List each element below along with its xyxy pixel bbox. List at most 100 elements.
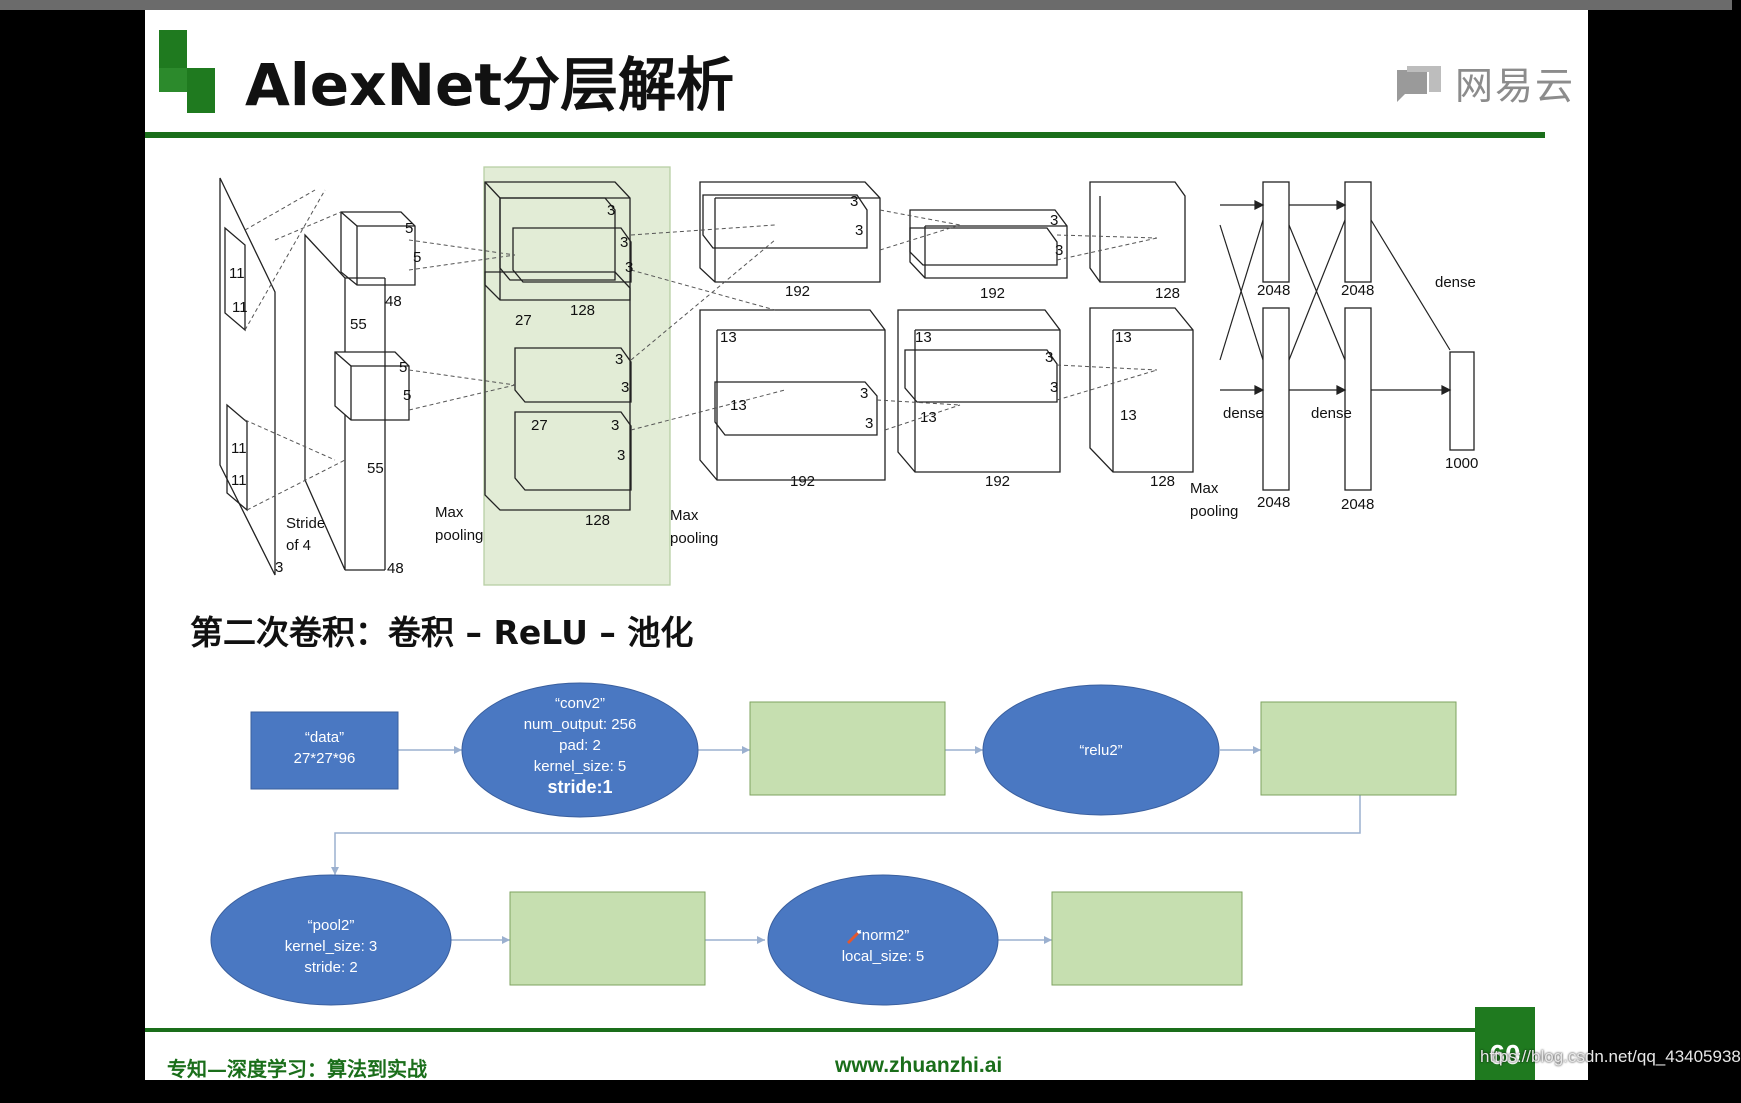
label-c1-5a: 5 — [405, 220, 413, 237]
label-in-11d: 11 — [231, 472, 247, 489]
title-rule — [145, 132, 1545, 138]
label-c1-5d: 5 — [403, 387, 411, 404]
label-maxpool2-a: Max — [670, 507, 699, 524]
fc6-bottom — [1262, 307, 1290, 491]
label-c5-128-top: 128 — [1155, 285, 1180, 302]
label-c3-13b: 13 — [730, 397, 747, 414]
label-k3-6: 3 — [611, 417, 619, 434]
label-maxpool2-b: pooling — [670, 530, 718, 547]
label-c2-128-top: 128 — [570, 302, 595, 319]
conv2-line3: pad: 2 — [559, 737, 601, 754]
label-in-11a: 11 — [229, 265, 245, 282]
label-k3-11: 3 — [865, 415, 873, 432]
brand-square-3 — [187, 68, 215, 113]
conv4-top-block — [909, 209, 1068, 279]
norm2-line2: local_size: 5 — [841, 948, 925, 965]
label-c3-192-top: 192 — [785, 283, 810, 300]
brand-square-1 — [159, 30, 187, 68]
label-c1-55b: 55 — [367, 460, 384, 477]
label-out-1000: 1000 — [1445, 455, 1478, 472]
label-maxpool3-b: pooling — [1190, 503, 1238, 520]
pool2-output-blob — [509, 891, 706, 986]
label-k3-15: 3 — [1050, 379, 1058, 396]
label-fc-2048d: 2048 — [1341, 496, 1374, 513]
label-k3-4: 3 — [615, 351, 623, 368]
conv3-bottom-block — [699, 309, 886, 481]
label-maxpool1-b: pooling — [435, 527, 483, 544]
label-c2-27a: 27 — [515, 312, 532, 329]
label-dense-top: dense — [1435, 274, 1476, 291]
conv2-line1: “conv2” — [554, 695, 606, 712]
label-c2-128-bottom: 128 — [585, 512, 610, 529]
data-node — [250, 711, 399, 790]
logo: 网易云 — [1395, 55, 1575, 110]
alexnet-architecture-diagram: 11 11 11 11 5 5 5 5 48 55 55 Stride of 4… — [219, 166, 1478, 586]
label-c1-55: 55 — [350, 316, 367, 333]
footer-rule — [145, 1028, 1485, 1032]
label-k3-13: 3 — [1055, 242, 1063, 259]
label-c3-13a: 13 — [720, 329, 737, 346]
label-c1-5c: 5 — [399, 359, 407, 376]
label-c1-48-bottom: 48 — [387, 560, 404, 577]
label-c5-128-bottom: 128 — [1150, 473, 1175, 490]
logo-text: 网易云 — [1455, 64, 1576, 108]
norm2-line1: “norm2” — [856, 927, 910, 944]
data-node-text: “data” 27*27*96 — [251, 727, 398, 769]
label-c1-48-top: 48 — [385, 293, 402, 310]
label-k3-10: 3 — [860, 385, 868, 402]
conv2-line2: num_output: 256 — [523, 716, 637, 733]
top-bar — [0, 0, 1732, 10]
page-number: 60 — [1475, 1007, 1535, 1080]
section-subtitle: 第二次卷积：卷积 – ReLU – 池化 — [190, 613, 694, 652]
conv2-bottom-block — [484, 271, 631, 511]
label-of4: of 4 — [286, 537, 311, 554]
label-k3-12: 3 — [1050, 212, 1058, 229]
brand-square-2 — [159, 68, 187, 92]
label-in-11c: 11 — [231, 440, 247, 457]
data-node-line1: “data” — [304, 729, 345, 746]
conv1-top-box — [340, 211, 416, 286]
relu2-output-blob — [1260, 701, 1457, 796]
label-c2-27b: 27 — [531, 417, 548, 434]
label-k3-14: 3 — [1045, 349, 1053, 366]
label-dense-left: dense — [1223, 405, 1264, 422]
conv3-top-block — [699, 181, 881, 283]
relu2-node-text: “relu2” — [983, 740, 1219, 761]
conv4-bottom-block — [897, 309, 1061, 473]
watermark: https://blog.csdn.net/qq_43405938 — [1480, 1047, 1741, 1066]
conv2-node — [461, 682, 699, 818]
norm2-node — [767, 874, 999, 1006]
conv2-line4: kernel_size: 5 — [533, 758, 627, 775]
conv2-line5: stride:1 — [547, 777, 613, 797]
label-k3-9: 3 — [855, 222, 863, 239]
output-column — [1449, 351, 1475, 451]
relu2-node — [982, 684, 1220, 816]
input-slab — [219, 177, 276, 576]
label-k3-3: 3 — [625, 259, 633, 276]
label-c4-192-bottom: 192 — [985, 473, 1010, 490]
conv2-node-text: “conv2” num_output: 256 pad: 2 kernel_si… — [462, 693, 698, 798]
label-k3-2: 3 — [620, 234, 628, 251]
pool2-line3: stride: 2 — [304, 959, 358, 976]
label-k3-1: 3 — [607, 202, 615, 219]
relu2-line1: “relu2” — [1079, 742, 1123, 759]
label-fc-2048a: 2048 — [1257, 282, 1290, 299]
label-fc-2048c: 2048 — [1341, 282, 1374, 299]
label-k3-5: 3 — [621, 379, 629, 396]
label-maxpool3-a: Max — [1190, 480, 1219, 497]
mouse-cursor-icon — [847, 930, 861, 944]
label-c1-5b: 5 — [413, 249, 421, 266]
label-in-11b: 11 — [232, 299, 248, 316]
label-c4-13b: 13 — [920, 409, 937, 426]
fc7-bottom — [1344, 307, 1372, 491]
label-c4-192-top: 192 — [980, 285, 1005, 302]
pool2-node — [210, 874, 452, 1006]
label-dense-mid: dense — [1311, 405, 1352, 422]
conv2-output-blob — [749, 701, 946, 796]
pool2-line1: “pool2” — [307, 917, 355, 934]
fc7-top — [1344, 181, 1372, 283]
label-c5-13b: 13 — [1120, 407, 1137, 424]
label-c3-192-bottom: 192 — [790, 473, 815, 490]
norm2-output-blob — [1051, 891, 1243, 986]
pool2-line2: kernel_size: 3 — [284, 938, 378, 955]
